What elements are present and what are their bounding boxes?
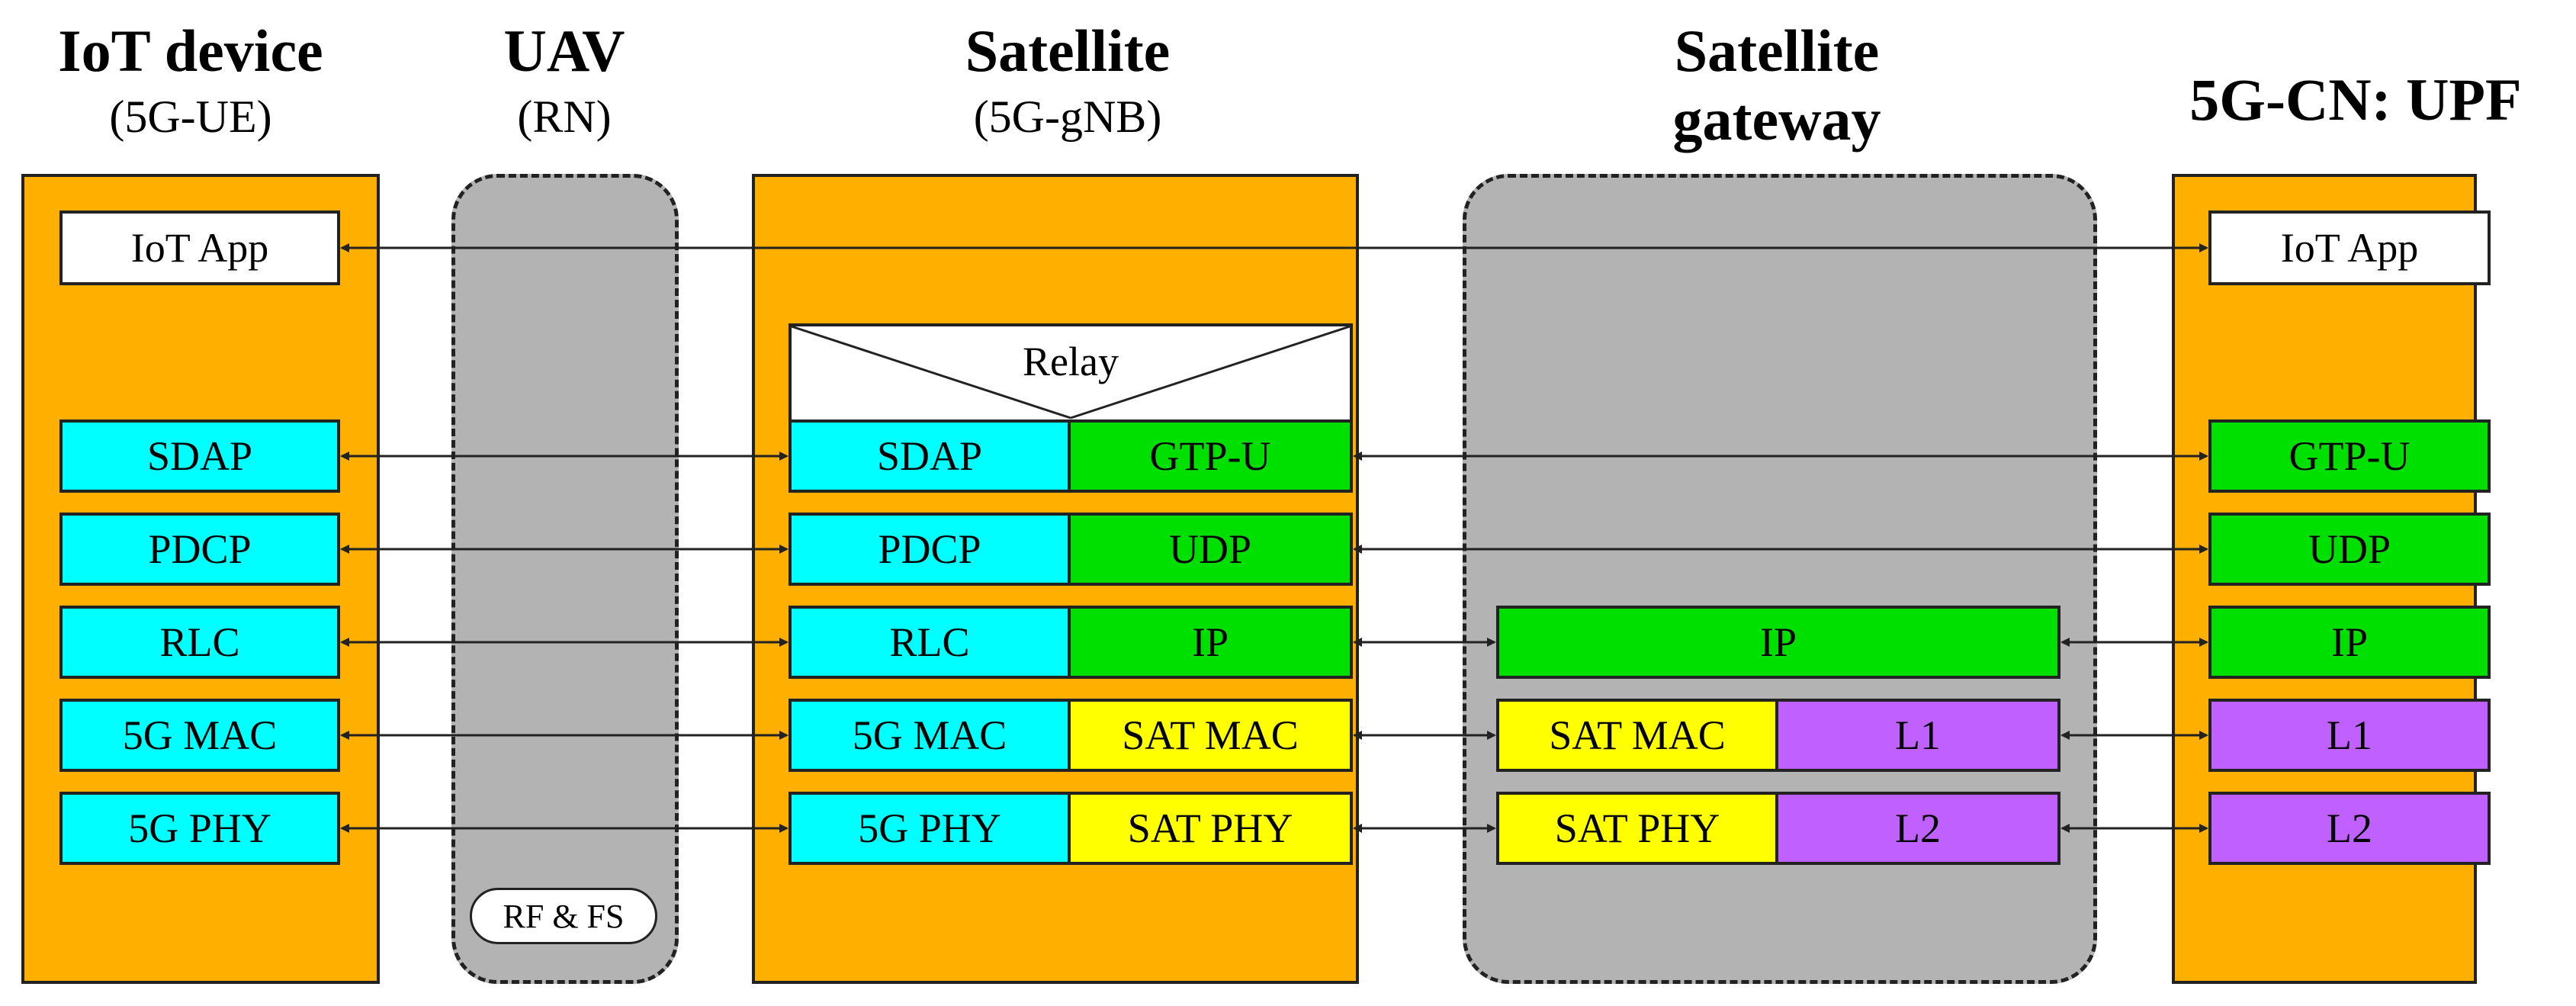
upf-app-layer: IoT App [2208, 211, 2491, 285]
iot-device-subtitle: (5G-UE) [109, 92, 272, 142]
gw-l1-layer: L1 [1775, 699, 2060, 772]
iot-pdcp-layer: PDCP [59, 513, 340, 586]
sat-ip-layer: IP [1068, 606, 1353, 679]
upf-ip-layer: IP [2208, 606, 2491, 679]
upf-gtpu-layer: GTP-U [2208, 419, 2491, 493]
sat-5g-mac-layer: 5G MAC [789, 699, 1071, 772]
iot-5g-phy-layer: 5G PHY [59, 792, 340, 865]
sat-udp-layer: UDP [1068, 513, 1353, 586]
relay-funnel-lines [791, 325, 1351, 419]
sat-sat-mac-layer: SAT MAC [1068, 699, 1353, 772]
upf-title: 5G-CN: UPF [2189, 66, 2522, 133]
iot-app-layer: IoT App [59, 211, 340, 285]
satellite-subtitle: (5G-gNB) [973, 92, 1162, 142]
iot-sdap-layer: SDAP [59, 419, 340, 493]
sat-pdcp-layer: PDCP [789, 513, 1071, 586]
gateway-title-line1: Satellite [1674, 18, 1880, 84]
uav-title: UAV [503, 18, 625, 84]
sat-5g-phy-layer: 5G PHY [789, 792, 1071, 865]
relay-label: Relay [1023, 339, 1119, 384]
rf-fs-badge: RF & FS [470, 888, 657, 944]
sat-rlc-layer: RLC [789, 606, 1071, 679]
gw-sat-phy-layer: SAT PHY [1496, 792, 1778, 865]
upf-udp-layer: UDP [2208, 513, 2491, 586]
gw-sat-mac-layer: SAT MAC [1496, 699, 1778, 772]
upf-l1-layer: L1 [2208, 699, 2491, 772]
gw-ip-layer: IP [1496, 606, 2060, 679]
sat-gtpu-layer: GTP-U [1068, 419, 1353, 493]
relay-box: Relay [789, 323, 1353, 419]
iot-device-title: IoT device [58, 18, 323, 84]
uav-subtitle: (RN) [517, 92, 612, 142]
satellite-title: Satellite [965, 18, 1171, 84]
sat-sat-phy-layer: SAT PHY [1068, 792, 1353, 865]
iot-rlc-layer: RLC [59, 606, 340, 679]
gateway-title-line2: gateway [1672, 86, 1881, 153]
upf-l2-layer: L2 [2208, 792, 2491, 865]
uav-node [451, 174, 679, 984]
gw-l2-layer: L2 [1775, 792, 2060, 865]
sat-sdap-layer: SDAP [789, 419, 1071, 493]
iot-5g-mac-layer: 5G MAC [59, 699, 340, 772]
